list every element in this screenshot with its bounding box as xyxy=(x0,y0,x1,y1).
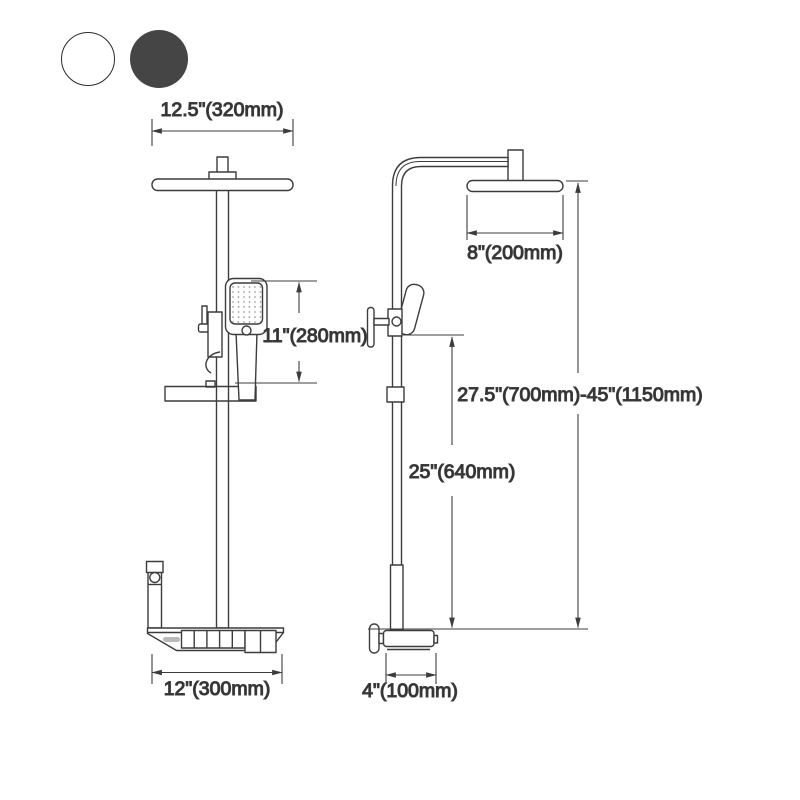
color-swatch-white[interactable] xyxy=(61,32,115,86)
mode-button xyxy=(241,325,252,336)
rain-shower-head-side xyxy=(466,179,564,193)
temperature-knob xyxy=(368,623,380,654)
slide-holder xyxy=(164,380,257,402)
dimension-base-width: 12"(300mm) xyxy=(151,654,283,701)
shower-pole-front xyxy=(215,187,230,629)
rain-shower-head-front xyxy=(151,178,294,192)
shower-arm-and-pole-side xyxy=(391,156,509,631)
shelf-buttons xyxy=(180,629,277,654)
dimension-label: 4"(100mm) xyxy=(362,680,458,702)
dimension-label: 12"(300mm) xyxy=(164,678,271,700)
arm-highlight xyxy=(395,161,508,187)
front-view xyxy=(145,156,294,654)
color-swatch-dark-gray[interactable] xyxy=(130,30,188,88)
spray-face xyxy=(229,282,264,325)
cross-handle xyxy=(366,306,402,348)
dimension-handshower-height: 11"(280mm) xyxy=(235,280,368,384)
pole-lower-section-side xyxy=(389,564,404,631)
valve-body-side xyxy=(368,623,439,654)
slider-block-side xyxy=(386,386,405,403)
side-view xyxy=(366,149,564,654)
dimension-head-depth: 8"(200mm) xyxy=(466,195,564,265)
dimension-annotations: 12.5"(320mm) 11"(280mm) 12"(300mm) xyxy=(151,98,703,703)
diverter-lever xyxy=(197,305,223,374)
dimension-label: 11"(280mm) xyxy=(262,325,367,347)
valve-shelf xyxy=(146,627,285,654)
dimension-label: 12.5"(320mm) xyxy=(161,99,284,121)
head-connector-side xyxy=(507,149,524,182)
dimension-label: 25"(640mm) xyxy=(409,461,516,483)
color-swatch-row xyxy=(61,30,188,88)
dimension-label: 27.5"(700mm)-45"(1150mm) xyxy=(457,384,702,406)
hand-shower-front xyxy=(224,277,268,401)
dimension-head-width: 12.5"(320mm) xyxy=(151,98,294,146)
dimension-height-range: 27.5"(700mm)-45"(1150mm) xyxy=(457,180,703,629)
dimension-label: 8"(200mm) xyxy=(467,242,563,264)
shelf-detail xyxy=(163,637,180,642)
tub-spout-front xyxy=(145,560,164,629)
dimension-pole-height: 25"(640mm) xyxy=(403,334,516,629)
dimension-spout-depth: 4"(100mm) xyxy=(362,653,458,703)
